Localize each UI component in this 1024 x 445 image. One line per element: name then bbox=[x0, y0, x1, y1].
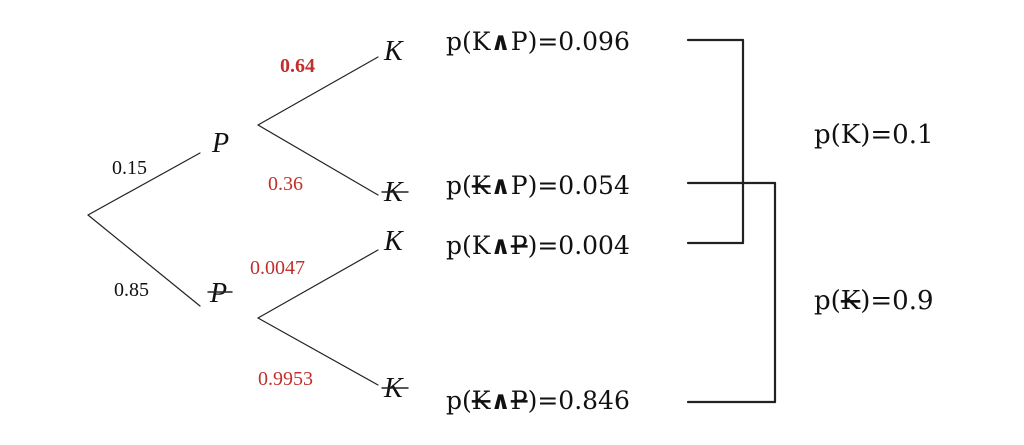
branch-probability-leaf-0: 0.64 bbox=[280, 55, 315, 77]
joint-probability-0: p(K∧P)=0.096 bbox=[446, 27, 630, 56]
branch-line-leaf-1 bbox=[257, 124, 379, 196]
branch-probability-root-0: 0.15 bbox=[112, 157, 147, 179]
branch-line-root-0 bbox=[87, 152, 201, 216]
branch-line-root-1 bbox=[87, 214, 201, 307]
total-k: p(K)=0.1 bbox=[814, 120, 934, 150]
branch-line-leaf-3 bbox=[257, 317, 379, 386]
branch-line-leaf-0 bbox=[257, 56, 379, 126]
total-not-k: p(K)=0.9 bbox=[814, 286, 934, 316]
joint-probability-2: p(K∧P)=0.004 bbox=[446, 231, 630, 260]
node-k: K bbox=[383, 226, 404, 257]
node-not-p: P bbox=[209, 278, 227, 309]
branch-probability-root-1: 0.85 bbox=[114, 279, 149, 301]
branch-probability-leaf-3: 0.9953 bbox=[258, 368, 313, 390]
node-p: P bbox=[211, 128, 229, 159]
branch-line-leaf-2 bbox=[257, 249, 379, 319]
branch-probability-leaf-1: 0.36 bbox=[268, 173, 303, 195]
joint-probability-3: p(K∧P)=0.846 bbox=[446, 386, 630, 415]
joint-probability-1: p(K∧P)=0.054 bbox=[446, 171, 630, 200]
node-k: K bbox=[383, 36, 404, 67]
branch-probability-leaf-2: 0.0047 bbox=[250, 257, 305, 279]
